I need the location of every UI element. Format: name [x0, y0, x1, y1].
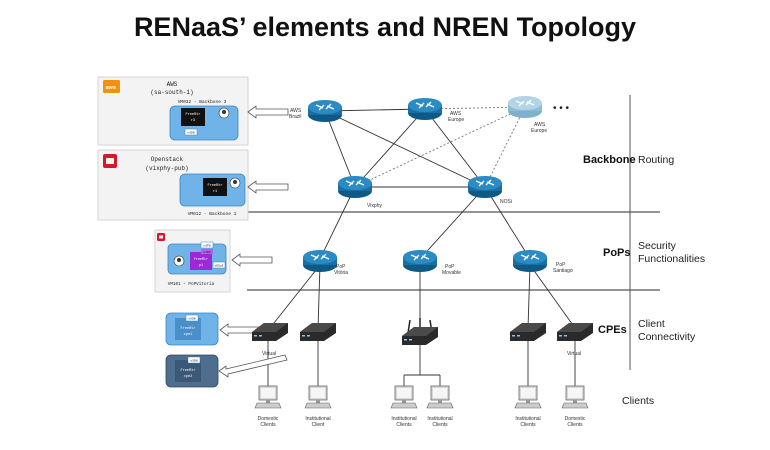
- aws-freertr-node: [181, 108, 205, 126]
- client-1-label-1: Domestic: [258, 416, 279, 422]
- openstack-arrow-icon: [247, 180, 289, 194]
- router-aws-europe-2: [507, 95, 543, 119]
- aws-vxdn-tag: vXDN: [187, 132, 194, 135]
- openstack-box-title: Openstack: [151, 156, 184, 163]
- pop-freertr-label: FreeRtr: [194, 257, 208, 262]
- aws-europe-2-label-2: Europe: [531, 128, 547, 134]
- aws-logo-text: aws: [106, 85, 116, 91]
- client-6-label-1: Domestic: [565, 416, 586, 422]
- router-nosi: [467, 175, 503, 199]
- tier-cpes-name: CPEs: [598, 324, 627, 336]
- router-pop-vitoria: [302, 249, 338, 273]
- tier-cpes-desc-2: Connectivity: [638, 331, 696, 343]
- pop-santiago-label-2: Santiago: [553, 268, 573, 274]
- pop-arrow-icon: [231, 253, 273, 267]
- client-5-label-1: Institutional: [515, 416, 540, 422]
- aws-box-vm: VM032 - Backbone 3: [178, 99, 227, 105]
- router-aws-brazil: [307, 99, 343, 123]
- cpe-device-virtual-right: [557, 323, 593, 341]
- cpe-device-movable-wifi: [402, 318, 438, 345]
- tier-backbone-desc: Routing: [638, 154, 674, 166]
- pop-vitoria-label-1: PoP: [336, 264, 346, 270]
- cpe1-vxdn-tag: vXDN: [188, 318, 195, 321]
- aws-brazil-label-2: Brazil: [289, 114, 302, 120]
- router-pop-movable: [402, 249, 438, 273]
- openstack-box-project: (vixphy-pub): [145, 165, 188, 172]
- client-3-label-2: Clients: [396, 422, 412, 428]
- cpe2-freertr-label: FreeRtr: [180, 368, 195, 373]
- cpe-device-2: [300, 323, 336, 341]
- cpe2-arrow-icon: [218, 354, 288, 378]
- cpe2-virtual-box: vXDN FreeRtr cpe2: [165, 354, 219, 388]
- openstack-cloud-box: Openstack (vixphy-pub) FreeRtr r1 VM012 …: [97, 149, 249, 221]
- tier-cpes-desc-1: Client: [638, 318, 665, 330]
- page-title: RENaaS’ elements and NREN Topology: [133, 12, 637, 42]
- pop-vitoria-label-2: Vitória: [334, 270, 348, 276]
- tier-backbone-name: Backbone: [583, 154, 636, 166]
- openstack-freertr-label: FreeRtr: [207, 183, 222, 188]
- aws-freertr-label: FreeRtr: [185, 112, 200, 117]
- client-pc-4: [426, 385, 454, 409]
- cpe2-vxdn-tag: vXDN: [190, 360, 197, 363]
- pop-freertr-node: [190, 252, 212, 270]
- cpe1-freertr-id: cpe1: [184, 333, 193, 337]
- client-3-label-1: Institutional: [391, 416, 416, 422]
- pop-movable-label-1: PoP: [445, 264, 455, 270]
- tier-clients-desc: Clients: [622, 395, 654, 407]
- cpe1-virtual-box: vXDN FreeRtr cpe1: [165, 312, 219, 346]
- aws-freertr-id: r3: [191, 118, 195, 123]
- tier-pops-name: PoPs: [603, 247, 631, 259]
- aws-box-region: (sa-south-1): [150, 89, 193, 96]
- vixphy-label: Vixphy: [367, 203, 382, 209]
- pop-vids-tag: vIDS: [203, 251, 210, 254]
- cpe-virtual-left-label: Virtual: [262, 351, 276, 357]
- pop-box-vm: VM101 - PoPVitoria: [168, 282, 215, 287]
- client-2-label-2: Client: [312, 422, 325, 428]
- router-aws-europe: [407, 97, 443, 121]
- aws-logo-icon: [103, 80, 120, 93]
- client-6-label-2: Clients: [567, 422, 583, 428]
- aws-europe-label-1: AWS: [450, 111, 462, 117]
- client-pc-6: [561, 385, 589, 409]
- cpe-device-virtual-left: [252, 323, 288, 341]
- openstack-freertr-id: r1: [213, 189, 217, 194]
- aws-europe-label-2: Europe: [448, 117, 464, 123]
- nosi-label: NOSi: [500, 199, 512, 205]
- tier-pops-desc-1: Security: [638, 240, 677, 252]
- client-pc-3: [390, 385, 418, 409]
- client-1-label-2: Clients: [260, 422, 276, 428]
- client-4-label-2: Clients: [432, 422, 448, 428]
- cpe-virtual-right-label: Virtual: [567, 351, 581, 357]
- pop-vm-box: FreeRtr p1 vSFW vIDS vDDoS VM101 - PoPVi…: [154, 229, 231, 293]
- client-pc-2: [304, 385, 332, 409]
- router-vixphy: [337, 175, 373, 199]
- client-pc-1: [254, 385, 282, 409]
- aws-arrow-icon: [247, 105, 289, 119]
- openstack-box-vm: VM012 - Backbone 1: [188, 211, 237, 217]
- pop-vddos-tag: vDDoS: [214, 265, 223, 268]
- cpe2-freertr-id: cpe2: [184, 375, 193, 379]
- tier-pops-desc-2: Functionalities: [638, 253, 705, 265]
- more-routers-ellipsis: • • •: [553, 103, 570, 114]
- client-5-label-2: Clients: [520, 422, 536, 428]
- pop-movable-label-2: Movable: [442, 270, 461, 276]
- aws-box-title: AWS: [167, 81, 178, 88]
- client-2-label-1: Institutional: [305, 416, 330, 422]
- pop-vsfw-tag: vSFW: [203, 245, 210, 248]
- cpe1-freertr-label: FreeRtr: [180, 326, 195, 331]
- cpe-device-4: [510, 323, 546, 341]
- pop-freertr-id: p1: [199, 264, 203, 268]
- aws-cloud-box: aws AWS (sa-south-1) VM032 - Backbone 3 …: [97, 76, 249, 146]
- client-4-label-1: Institutional: [427, 416, 452, 422]
- openstack-freertr-node: [203, 178, 227, 196]
- client-pc-5: [514, 385, 542, 409]
- aws-europe-2-label-1: AWS: [534, 122, 546, 128]
- aws-brazil-label-1: AWS: [290, 108, 302, 114]
- router-pop-santiago: [512, 249, 548, 273]
- pop-santiago-label-1: PoP: [556, 262, 566, 268]
